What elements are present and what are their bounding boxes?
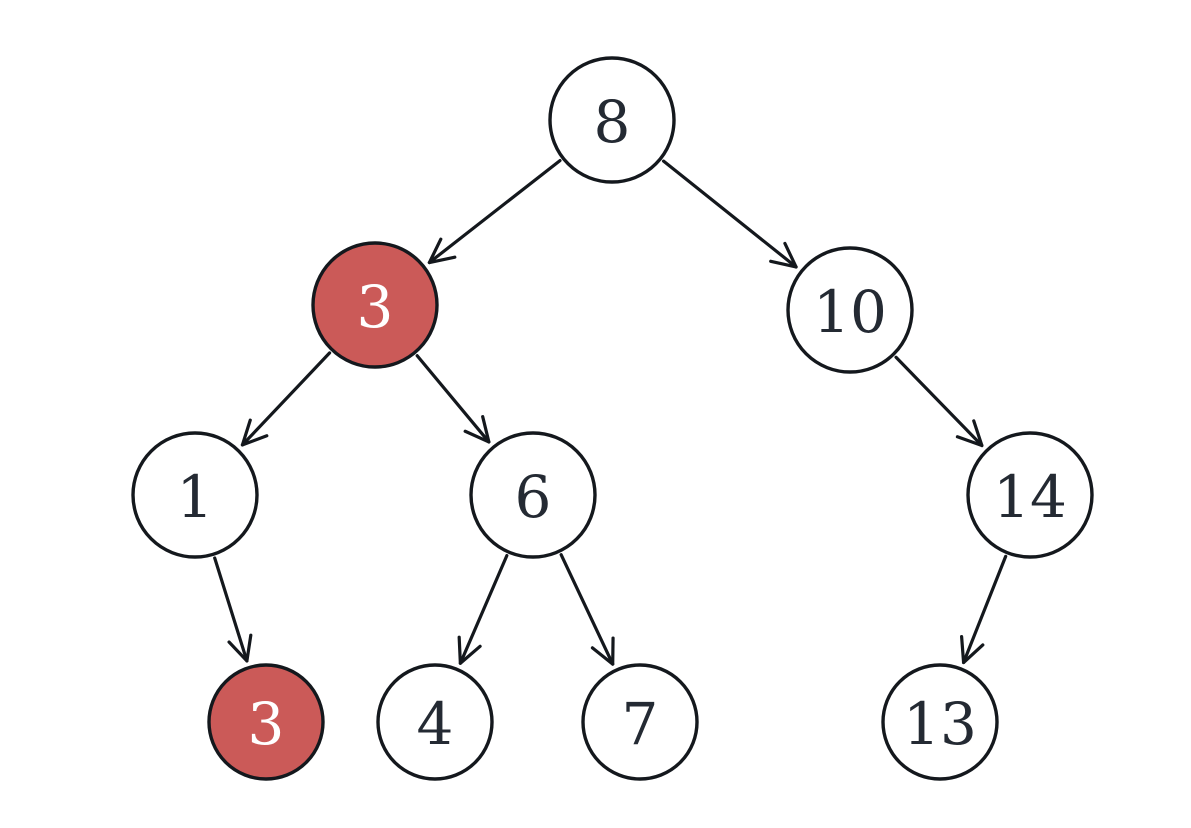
tree-edge [457,553,509,665]
tree-edge [213,556,253,663]
node-label: 10 [813,278,887,346]
tree-edge [415,354,491,444]
arrowhead-icon [457,635,482,665]
tree-edge [427,159,562,265]
node-circle[interactable] [881,663,999,781]
arrowhead-icon [427,237,457,265]
node-circle[interactable] [469,431,597,559]
node-circle[interactable] [581,663,699,781]
node-label: 14 [993,463,1067,531]
nodes-layer: 8 3 10 1 6 14 3 4 7 13 [131,56,1094,781]
arrowhead-icon [240,418,269,447]
arrowhead-icon [960,634,985,665]
tree-node[interactable]: 14 [966,431,1094,559]
tree-edge [559,553,615,666]
tree-node[interactable]: 7 [581,663,699,781]
tree-edge [960,554,1008,665]
tree-edge [661,159,798,269]
tree-node[interactable]: 4 [376,663,494,781]
tree-node[interactable]: 8 [548,56,676,184]
edges-layer [213,159,1008,666]
node-circle[interactable] [376,663,494,781]
tree-edge [894,355,984,448]
tree-node[interactable]: 3 [207,663,325,781]
tree-node[interactable]: 13 [881,663,999,781]
node-circle-highlighted[interactable] [311,241,439,369]
arrowhead-icon [227,633,253,663]
node-circle[interactable] [548,56,676,184]
tree-edge [240,351,332,447]
tree-node[interactable]: 3 [311,241,439,369]
node-label: 8 [594,88,631,156]
tree-node[interactable]: 6 [469,431,597,559]
arrowhead-icon [769,241,798,269]
arrowhead-icon [463,415,491,444]
node-label: 3 [357,273,394,341]
node-circle[interactable] [786,246,914,374]
arrowhead-icon [955,419,984,448]
node-label: 13 [903,690,977,758]
node-circle-highlighted[interactable] [207,663,325,781]
node-label: 3 [248,690,285,758]
node-circle[interactable] [131,431,259,559]
tree-node[interactable]: 10 [786,246,914,374]
node-label: 1 [177,463,214,531]
arrowhead-icon [590,636,615,666]
node-label: 7 [622,690,659,758]
node-circle[interactable] [966,431,1094,559]
node-label: 6 [515,463,552,531]
node-label: 4 [417,690,454,758]
tree-node[interactable]: 1 [131,431,259,559]
